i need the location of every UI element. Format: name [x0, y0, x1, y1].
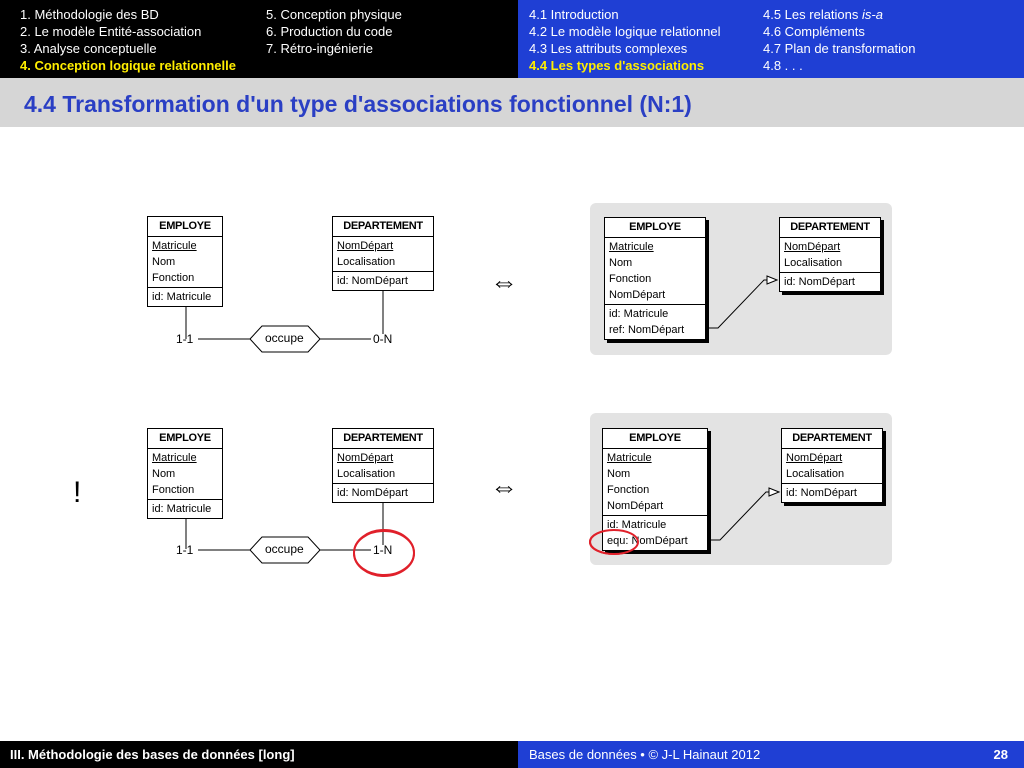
entity-name: DEPARTEMENT: [333, 217, 433, 237]
relationship-name: occupe: [265, 542, 304, 556]
column: Fonction: [609, 273, 652, 285]
slide-title: 4.4 Transformation d'un type d'associati…: [24, 91, 692, 117]
footer-left: III. Méthodologie des bases de données […: [0, 741, 518, 768]
nav-link-conception-logique[interactable]: 4. Conception logique relationnelle: [20, 58, 236, 73]
attribute: Localisation: [337, 468, 396, 480]
column: NomDépart: [607, 500, 664, 512]
nav-link-plan[interactable]: 4.7 Plan de transformation: [763, 41, 916, 56]
equivalence-icon: ⇔: [490, 471, 518, 502]
attribute-identifier: Matricule: [152, 452, 197, 464]
entity-name: EMPLOYE: [148, 217, 222, 237]
equivalence-icon: ⇔: [490, 266, 518, 297]
identifier-clause: id: NomDépart: [786, 487, 857, 499]
identifier-clause: id: NomDépart: [337, 275, 408, 287]
nav-link-modele-ea[interactable]: 2. Le modèle Entité-association: [20, 24, 202, 39]
attribute: Nom: [152, 256, 176, 268]
nav-link-production-code[interactable]: 6. Production du code: [266, 24, 393, 39]
table-employe-1: EMPLOYE Matricule Nom Fonction NomDépart…: [604, 217, 706, 340]
reference-clause: ref: NomDépart: [609, 324, 685, 336]
table-name: EMPLOYE: [605, 218, 705, 238]
relationship-name: occupe: [265, 331, 304, 345]
nav-link-modele-logique[interactable]: 4.2 Le modèle logique relationnel: [529, 24, 721, 39]
column: Fonction: [607, 484, 650, 496]
table-employe-2: EMPLOYE Matricule Nom Fonction NomDépart…: [602, 428, 708, 551]
nav-subsections-col2: 4.5 Les relations is-a 4.6 Compléments 4…: [763, 6, 915, 74]
nav-link-types-associations[interactable]: 4.4 Les types d'associations: [529, 58, 705, 73]
title-bar: 4.4 Transformation d'un type d'associati…: [0, 78, 1024, 127]
nav-subsections-col1: 4.1 Introduction 4.2 Le modèle logique r…: [529, 6, 721, 74]
footer-right: Bases de données • © J-L Hainaut 2012 28: [518, 741, 1024, 768]
nav-link-attributs[interactable]: 4.3 Les attributs complexes: [529, 41, 688, 56]
entity-departement-2: DEPARTEMENT NomDépart Localisation id: N…: [332, 428, 434, 503]
identifier-clause: id: NomDépart: [784, 276, 855, 288]
identifier-clause: id: NomDépart: [337, 487, 408, 499]
header-nav-right: [518, 0, 1024, 78]
cardinality-left: 1-1: [176, 332, 194, 346]
column: Localisation: [786, 468, 845, 480]
attribute-identifier: NomDépart: [337, 452, 394, 464]
column: Nom: [607, 468, 631, 480]
nav-sections-col1: 1. Méthodologie des BD 2. Le modèle Enti…: [20, 6, 236, 74]
column-identifier: Matricule: [609, 241, 654, 253]
table-name: DEPARTEMENT: [782, 429, 882, 449]
attribute: Fonction: [152, 484, 195, 496]
nav-sections-col2: 5. Conception physique 6. Production du …: [266, 6, 402, 57]
attribute: Nom: [152, 468, 176, 480]
table-name: EMPLOYE: [603, 429, 707, 449]
column: NomDépart: [609, 289, 666, 301]
cardinality-right: 0-N: [373, 332, 393, 346]
page-number: 28: [993, 747, 1008, 762]
attribute-identifier: Matricule: [152, 240, 197, 252]
header-nav-left: [0, 0, 518, 78]
entity-employe-1: EMPLOYE Matricule Nom Fonction id: Matri…: [147, 216, 223, 307]
nav-link-conception-physique[interactable]: 5. Conception physique: [266, 7, 402, 22]
nav-link-complements[interactable]: 4.6 Compléments: [763, 24, 865, 39]
entity-name: EMPLOYE: [148, 429, 222, 449]
footer-copyright: Bases de données • © J-L Hainaut 2012: [529, 747, 761, 762]
entity-name: DEPARTEMENT: [333, 429, 433, 449]
entity-departement-1: DEPARTEMENT NomDépart Localisation id: N…: [332, 216, 434, 291]
nav-link-introduction[interactable]: 4.1 Introduction: [529, 7, 619, 22]
table-departement-1: DEPARTEMENT NomDépart Localisation id: N…: [779, 217, 881, 292]
nav-link-more[interactable]: 4.8 . . .: [763, 58, 803, 73]
identifier-clause: id: Matricule: [609, 308, 669, 320]
entity-employe-2: EMPLOYE Matricule Nom Fonction id: Matri…: [147, 428, 223, 519]
column: Nom: [609, 257, 633, 269]
column: Localisation: [784, 257, 843, 269]
nav-link-methodologie[interactable]: 1. Méthodologie des BD: [20, 7, 159, 22]
identifier-clause: id: Matricule: [152, 503, 212, 515]
table-name: DEPARTEMENT: [780, 218, 880, 238]
exclamation-mark: !: [73, 476, 82, 509]
attribute-identifier: NomDépart: [337, 240, 394, 252]
cardinality-right: 1-N: [373, 543, 393, 557]
column-identifier: Matricule: [607, 452, 652, 464]
attribute: Localisation: [337, 256, 396, 268]
nav-link-retro[interactable]: 7. Rétro-ingénierie: [266, 41, 373, 56]
nav-link-relations-isa[interactable]: 4.5 Les relations is-a: [763, 7, 883, 22]
attribute: Fonction: [152, 272, 195, 284]
column-identifier: NomDépart: [786, 452, 843, 464]
column-identifier: NomDépart: [784, 241, 841, 253]
footer-course-title: III. Méthodologie des bases de données […: [10, 747, 295, 762]
equality-clause: equ: NomDépart: [607, 535, 688, 547]
cardinality-left: 1-1: [176, 543, 194, 557]
identifier-clause: id: Matricule: [152, 291, 212, 303]
identifier-clause: id: Matricule: [607, 519, 667, 531]
table-departement-2: DEPARTEMENT NomDépart Localisation id: N…: [781, 428, 883, 503]
nav-link-analyse[interactable]: 3. Analyse conceptuelle: [20, 41, 157, 56]
